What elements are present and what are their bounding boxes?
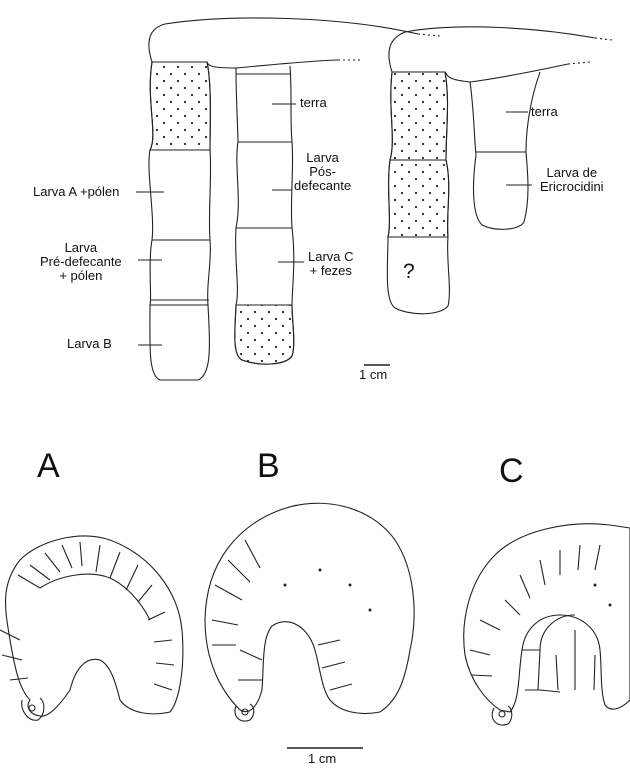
label-line: Larva: [40, 241, 122, 255]
label-terra-2: terra: [531, 105, 558, 119]
panel-letter-b: B: [257, 447, 280, 486]
unknown-cell-mark: ?: [403, 260, 415, 284]
panel-letter-a: A: [37, 447, 60, 486]
label-line: + fezes: [308, 264, 354, 278]
label-line: Pós-: [294, 165, 351, 179]
larva-c-drawing: [464, 524, 630, 725]
label-larva-c: Larva C + fezes: [308, 250, 354, 278]
scale-label-top: 1 cm: [359, 368, 387, 382]
panel-letter-c: C: [499, 452, 524, 491]
label-line: Larva: [294, 151, 351, 165]
nest-1-right-column: [235, 66, 294, 364]
scale-label-bottom: 1 cm: [308, 752, 336, 766]
nest-2-right-column: [470, 72, 540, 229]
label-larva-pre-defecante: Larva Pré-defecante + pólen: [40, 241, 122, 283]
label-line: defecante: [294, 179, 351, 193]
label-larva-ericrocidini: Larva de Ericrocidini: [540, 166, 604, 194]
label-line: Pré-defecante: [40, 255, 122, 269]
nest-2-left-column: [387, 72, 449, 314]
label-line: Larva C: [308, 250, 354, 264]
nest-1-left-column: [149, 62, 211, 380]
label-line: Ericrocidini: [540, 180, 604, 194]
larva-a-drawing: [0, 536, 183, 720]
label-terra-1: terra: [300, 96, 327, 110]
label-larva-b: Larva B: [67, 337, 112, 351]
nest-1-outline: [149, 18, 440, 68]
label-larva-a: Larva A +pólen: [33, 185, 119, 199]
label-line: Larva de: [540, 166, 604, 180]
label-line: + pólen: [40, 269, 122, 283]
larva-b-drawing: [205, 503, 414, 721]
label-larva-pos-defecante: Larva Pós- defecante: [294, 151, 351, 193]
